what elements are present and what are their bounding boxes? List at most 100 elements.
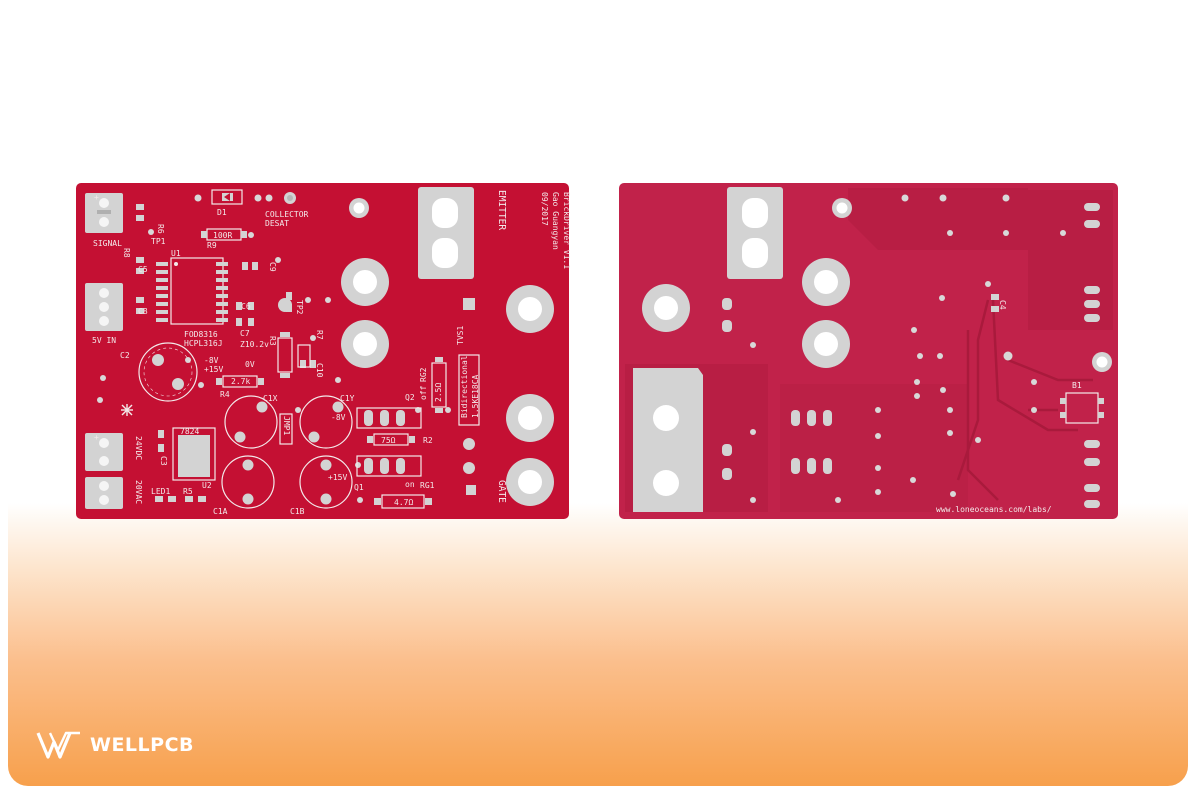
label-r4: R4: [220, 390, 230, 399]
front-pcb-board: SIGNAL TP1 5V IN C5 C8 D1 COLLECTOR DESA…: [76, 183, 571, 519]
back-pads: [633, 187, 1112, 512]
label-q2: Q2: [405, 393, 415, 402]
label-2-5-ohm: 2.5Ω: [434, 383, 443, 402]
label-rg2: RG2: [419, 367, 428, 382]
capacitor-c1b: [299, 455, 353, 509]
label-r7: R7: [315, 330, 324, 340]
label-minus8v: -8V: [204, 356, 219, 365]
label-c9: C9: [268, 262, 277, 272]
label-r2: R2: [423, 436, 433, 445]
test-point-tp2: [278, 298, 292, 312]
label-c8: C8: [138, 307, 148, 316]
resistor-rg2: [431, 357, 447, 413]
label-r5: R5: [183, 487, 193, 496]
capacitor-c10: [297, 344, 311, 368]
label-20vac: 20VAC: [134, 480, 143, 504]
emitter-terminal-pad: [418, 187, 474, 279]
label-desat: DESAT: [265, 219, 289, 228]
capacitor-c1x: [224, 395, 278, 449]
label-minus8-c1y: -8V: [331, 413, 346, 422]
label-emitter: EMITTER: [496, 190, 507, 230]
label-gate: GATE: [496, 480, 507, 503]
smd-pads: [136, 204, 316, 502]
label-off: off: [419, 385, 428, 400]
label-signal: SIGNAL: [93, 239, 122, 248]
label-hcpl316j: HCPL316J: [184, 339, 223, 348]
label-led1: LED1: [151, 487, 170, 496]
wellpcb-logo-icon: [36, 731, 80, 759]
diode-d1: [211, 189, 243, 205]
back-vias: [750, 194, 1066, 503]
ic-u1-gate-driver: [156, 257, 228, 325]
front-silkscreen-text: SIGNAL TP1 5V IN C5 C8 D1 COLLECTOR DESA…: [92, 193, 435, 516]
label-c7: C7: [240, 329, 250, 338]
label-date: 09/2017: [540, 192, 549, 226]
resistor-r3: [277, 332, 293, 378]
back-pcb-board: C4 B1 www.loneoceans.com/labs/: [619, 183, 1118, 519]
bridge-rectifier-b1: [1060, 392, 1104, 424]
label-tp2: TP2: [295, 300, 304, 315]
label-on: on: [405, 480, 415, 489]
brand-name: WELLPCB: [90, 734, 195, 756]
power-5v-terminal-block: [85, 283, 123, 331]
label-c1b: C1B: [290, 507, 305, 516]
label-c6: C6: [241, 302, 251, 311]
label-u2: U2: [202, 481, 212, 490]
label-plus-signal: +: [94, 193, 99, 202]
label-c5: C5: [138, 265, 148, 274]
label-2-7k: 2.7k: [231, 377, 250, 386]
copper-pour-right: [1028, 190, 1113, 330]
label-c2: C2: [120, 351, 130, 360]
capacitor-c2: [138, 342, 198, 402]
label-tp1: TP1: [151, 237, 166, 246]
label-c3: C3: [159, 456, 168, 466]
label-q1: Q1: [354, 483, 364, 492]
label-4-7-ohm: 4.7Ω: [394, 498, 413, 507]
label-5v-in: 5V IN: [92, 336, 116, 345]
label-author: Gao Guangyan: [551, 192, 560, 250]
voltage-regulator-u2: [172, 427, 216, 481]
label-plus15-c1b: +15V: [328, 473, 347, 482]
label-7824: 7824: [180, 427, 199, 436]
resistor-r9: [201, 228, 247, 241]
label-board-title: BrickDriver V1.1: [562, 192, 571, 269]
label-plus-24vdc: +: [94, 433, 99, 442]
resistor-r4: [216, 375, 264, 388]
wellpcb-logo: WELLPCB: [36, 728, 194, 762]
label-tvs-part: 1.5KE18CA: [471, 374, 480, 418]
label-100r: 100R: [213, 231, 232, 240]
back-silkscreen-text: C4 B1 www.loneoceans.com/labs/: [936, 300, 1082, 514]
label-c1a: C1A: [213, 507, 228, 516]
copper-pour-bottom: [780, 384, 968, 512]
label-u1: U1: [171, 249, 181, 258]
front-silkscreen-rotated: R6 R8 C9 TP2 R3 R7 C10 C3 24VDC 20VAC JM…: [122, 190, 571, 504]
copper-pour-top: [848, 188, 1028, 250]
tvs-diode-tvs1: [458, 298, 480, 495]
mounting-holes: [341, 198, 554, 506]
label-plus15v: +15V: [204, 365, 223, 374]
label-tvs1: TVS1: [456, 326, 465, 345]
label-rg1: RG1: [420, 481, 435, 490]
signal-terminal-block: [85, 193, 123, 233]
front-vias: [97, 194, 451, 503]
fiducial-star-icon: [121, 404, 133, 416]
capacitor-c1y: [299, 395, 353, 449]
label-fod8316: FOD8316: [184, 330, 218, 339]
label-r8: R8: [122, 248, 131, 258]
power-20vac-terminal-block: [85, 477, 123, 509]
label-d1: D1: [217, 208, 227, 217]
label-r6: R6: [156, 224, 165, 234]
label-c1y: C1Y: [340, 394, 355, 403]
label-c4: C4: [998, 300, 1007, 310]
label-0v: 0V: [245, 360, 255, 369]
pcb-scene: SIGNAL TP1 5V IN C5 C8 D1 COLLECTOR DESA…: [76, 183, 1118, 519]
transistor-q1: [356, 455, 422, 477]
resistor-r2: [367, 433, 415, 446]
label-r3: R3: [268, 336, 277, 346]
label-r9: R9: [207, 241, 217, 250]
jumper-jmp1: [279, 413, 293, 445]
capacitor-c1a: [221, 455, 275, 509]
label-c1x: C1X: [263, 394, 278, 403]
label-zener: Z10.2v: [240, 340, 269, 349]
label-jmp1: JMP1: [282, 416, 291, 435]
